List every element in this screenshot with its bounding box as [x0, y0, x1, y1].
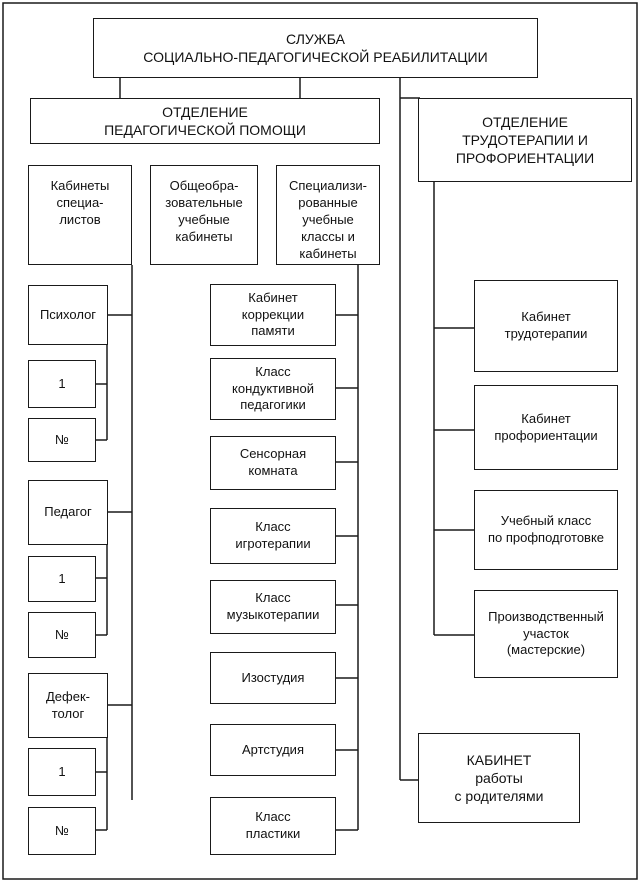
specialist-psycholog-last: № [28, 418, 96, 462]
room-sensory-box: Сенсорная комната [210, 436, 336, 490]
specialist-psycholog-first: 1 [28, 360, 96, 408]
room-conductive-box: Класс кондуктивной педагогики [210, 358, 336, 420]
specialist-pedagog-last: № [28, 612, 96, 658]
room-plastic-box: Класс пластики [210, 797, 336, 855]
col-special-box: Специализи- рованные учебные классы и ка… [276, 165, 380, 265]
room-music-box: Класс музыкотерапии [210, 580, 336, 634]
title-box: СЛУЖБА СОЦИАЛЬНО-ПЕДАГОГИЧЕСКОЙ РЕАБИЛИТ… [93, 18, 538, 78]
specialist-psycholog-box: Психолог [28, 285, 108, 345]
specialist-pedagog-box: Педагог [28, 480, 108, 545]
room-memory-box: Кабинет коррекции памяти [210, 284, 336, 346]
room-art-studio-2-box: Артстудия [210, 724, 336, 776]
room-art-studio-box: Изостудия [210, 652, 336, 704]
specialist-defect-last: № [28, 807, 96, 855]
specialist-pedagog-first: 1 [28, 556, 96, 602]
dept-pedagogical-box: ОТДЕЛЕНИЕ ПЕДАГОГИЧЕСКОЙ ПОМОЩИ [30, 98, 380, 144]
specialist-defect-box: Дефек- толог [28, 673, 108, 738]
labor-workshop-box: Производственный участок (мастерские) [474, 590, 618, 678]
labor-therapy-box: Кабинет трудотерапии [474, 280, 618, 372]
dept-labor-box: ОТДЕЛЕНИЕ ТРУДОТЕРАПИИ И ПРОФОРИЕНТАЦИИ [418, 98, 632, 182]
col-specialists-box: Кабинеты специа- листов [28, 165, 132, 265]
specialist-defect-first: 1 [28, 748, 96, 796]
labor-training-box: Учебный класс по профподготовке [474, 490, 618, 570]
col-general-box: Общеобра- зовательные учебные кабинеты [150, 165, 258, 265]
room-play-box: Класс игротерапии [210, 508, 336, 564]
parents-office-box: КАБИНЕТ работы с родителями [418, 733, 580, 823]
labor-career-box: Кабинет профориентации [474, 385, 618, 470]
